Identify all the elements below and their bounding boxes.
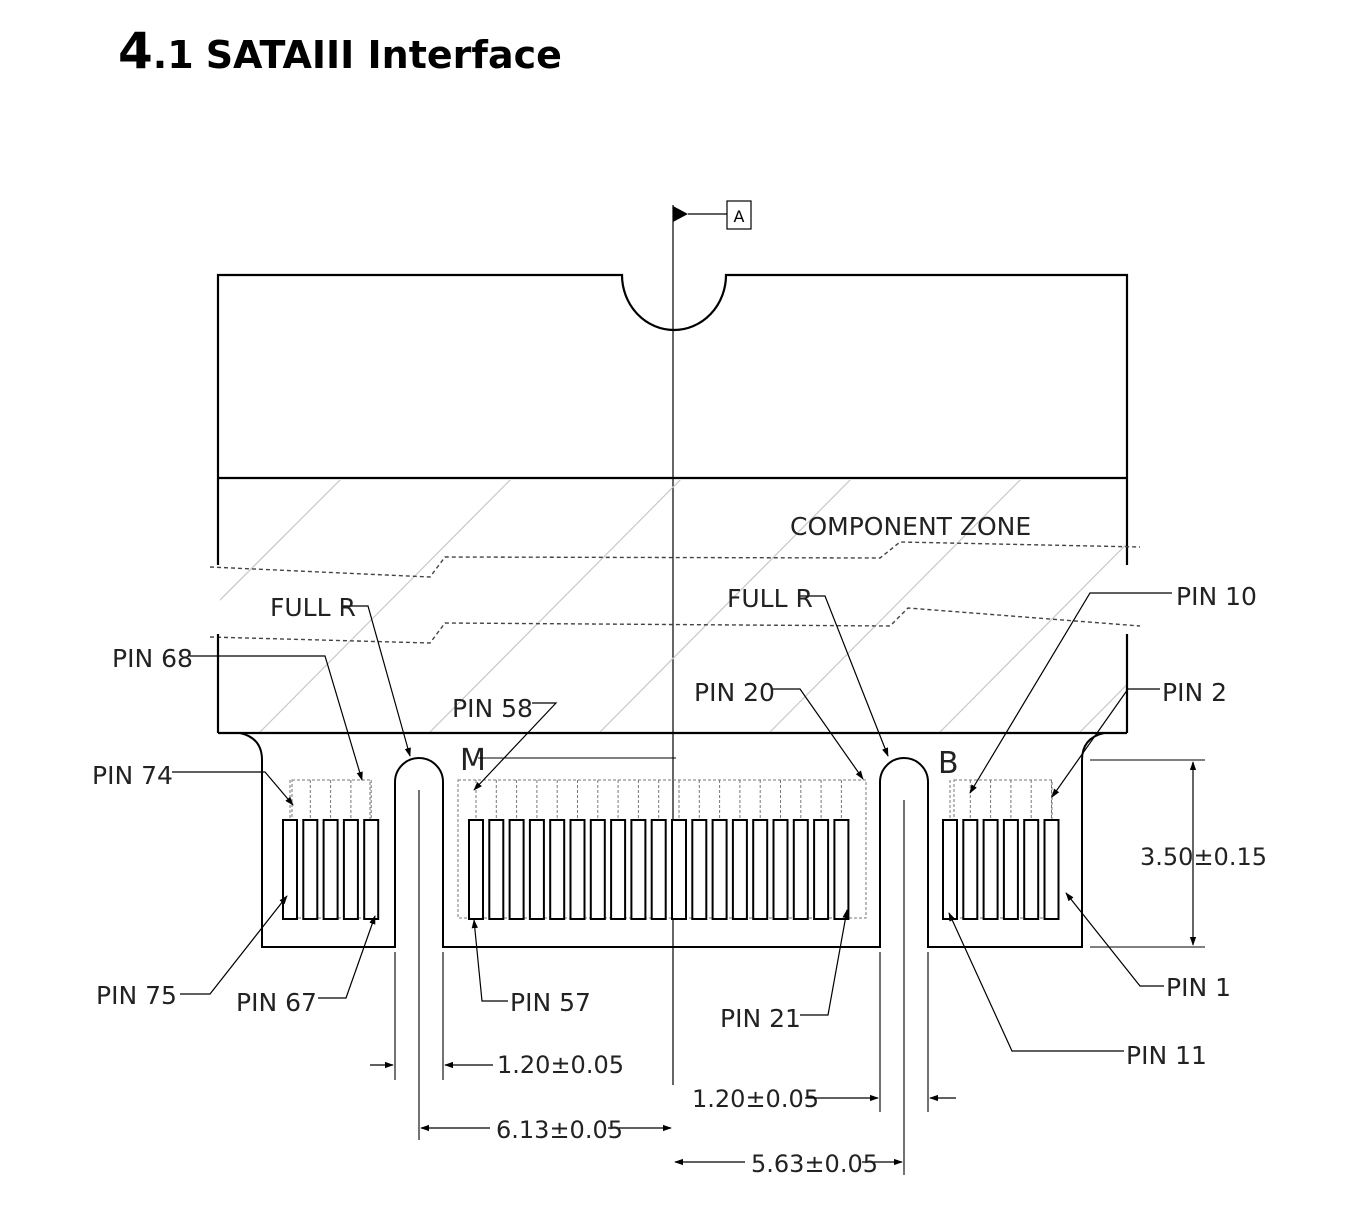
section-title: SATAIII Interface: [205, 33, 562, 77]
pad-m-left: [322, 819, 339, 920]
slot-extension-lines: [394, 952, 929, 1112]
pin-1-label: PIN 1: [1166, 973, 1231, 1002]
pad-main: [488, 819, 505, 920]
pad-main: [711, 819, 728, 920]
key-b-label: B: [938, 746, 959, 781]
pad-b-right: [1023, 819, 1040, 920]
b-offset-value: 5.63±0.05: [751, 1150, 878, 1178]
bottom-side-pads: [282, 819, 1060, 920]
top-side-pad-dividers: [289, 780, 1052, 918]
pad-b-right: [1043, 819, 1060, 920]
pad-b-right: [962, 819, 979, 920]
pad-main: [691, 819, 708, 920]
slot-m-width-value: 1.20±0.05: [497, 1051, 624, 1079]
pad-main: [630, 819, 647, 920]
pin-67-label: PIN 67: [236, 988, 317, 1017]
pad-b-right: [1002, 819, 1019, 920]
b-offset-dimension: 5.63±0.05: [674, 1150, 903, 1178]
pad-main: [528, 819, 545, 920]
pin-68-label: PIN 68: [112, 644, 193, 673]
pad-main: [772, 819, 789, 920]
pad-b-right: [942, 819, 958, 920]
break-lines: [209, 541, 1141, 644]
section-number-minor: .1: [152, 33, 194, 77]
component-zone-label: COMPONENT ZONE: [790, 512, 1031, 541]
leader-lines: [172, 592, 1172, 1052]
component-zone-hatch: [220, 480, 1126, 732]
full-r-left-label: FULL R: [270, 593, 356, 622]
pad-m-left: [363, 819, 380, 920]
pad-main: [569, 819, 586, 920]
pad-m-left: [302, 819, 319, 920]
pin-2-label: PIN 2: [1162, 678, 1227, 707]
pad-main: [650, 819, 667, 920]
pad-m-left: [282, 819, 298, 920]
m-offset-dimension: 6.13±0.05: [420, 1116, 672, 1144]
key-m-label: M: [460, 743, 486, 778]
slot-m-width-dimension: 1.20±0.05: [370, 1051, 624, 1079]
full-r-right-label: FULL R: [727, 584, 813, 613]
slot-b-width-dimension: 1.20±0.05: [692, 1085, 956, 1113]
pad-m-left: [342, 819, 359, 920]
datum-a: A: [672, 200, 752, 1085]
height-dimension: 3.50±0.15: [1090, 759, 1267, 948]
pin-11-label: PIN 11: [1126, 1041, 1207, 1070]
pin-21-label: PIN 21: [720, 1004, 801, 1033]
pad-main: [671, 819, 687, 920]
m-offset-value: 6.13±0.05: [496, 1116, 623, 1144]
pin-20-label: PIN 20: [694, 678, 775, 707]
pad-main: [833, 819, 850, 920]
pad-main: [752, 819, 769, 920]
pad-main: [508, 819, 525, 920]
pad-main: [792, 819, 809, 920]
datum-label: A: [734, 207, 745, 226]
pin-10-label: PIN 10: [1176, 582, 1257, 611]
slot-b-width-value: 1.20±0.05: [692, 1085, 819, 1113]
pin-75-label: PIN 75: [96, 981, 177, 1010]
pad-main: [610, 819, 627, 920]
board-outline: [216, 273, 1129, 565]
pad-main: [813, 819, 830, 920]
pad-main: [468, 819, 484, 920]
pin-57-label: PIN 57: [510, 988, 591, 1017]
section-number-major: 4: [118, 22, 153, 80]
pin-58-label: PIN 58: [452, 694, 533, 723]
pad-b-right: [982, 819, 999, 920]
pad-main: [549, 819, 566, 920]
pad-main: [589, 819, 606, 920]
height-dimension-value: 3.50±0.15: [1140, 843, 1267, 871]
connector-edge-outline: [239, 732, 1105, 948]
pad-main: [731, 819, 748, 920]
pin-74-label: PIN 74: [92, 761, 173, 790]
